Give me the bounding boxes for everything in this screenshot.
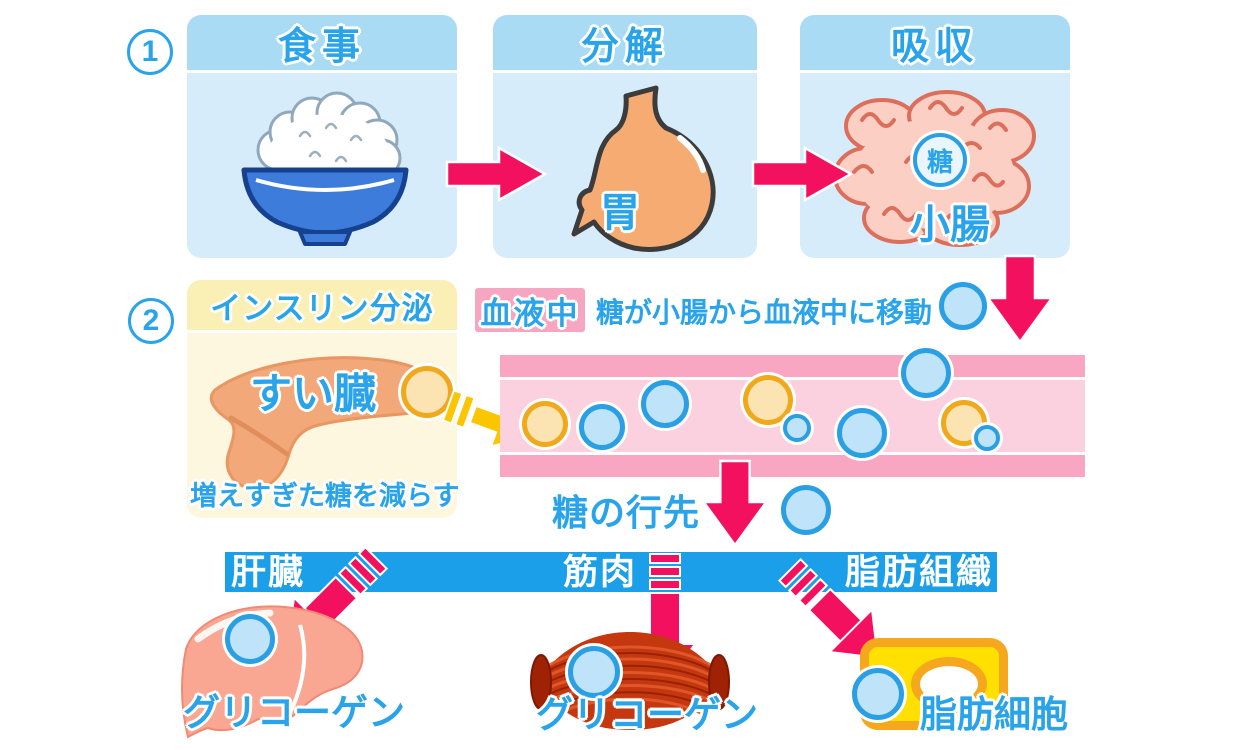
- sugar-circle: [783, 414, 811, 442]
- destination-liver-label: 肝臓: [231, 553, 306, 592]
- blood-tag: 血液中: [475, 288, 585, 332]
- arrow-absorption-to-blood-icon: [985, 254, 1055, 345]
- vessel-wall-bottom: [500, 455, 1085, 477]
- arrow-digestion-to-absorption-icon: [751, 145, 854, 203]
- arrow-blood-to-destinations-icon: [701, 459, 769, 548]
- insulin-circle: [401, 366, 453, 418]
- small-intestine-label: 小腸: [910, 203, 990, 247]
- sugar-in-intestine-label: 糖: [926, 146, 953, 177]
- destination-adipose-label: 脂肪組織: [844, 553, 993, 592]
- muscle-result-label: グリコーゲン: [536, 694, 758, 735]
- step-1-badge: 1: [127, 29, 173, 75]
- panel-meal-title: 食事: [187, 15, 457, 70]
- sugar-circle: [974, 425, 1000, 451]
- stomach-label: 胃: [600, 191, 640, 235]
- pancreas-icon: [209, 356, 441, 490]
- destination-muscle-label: 筋肉: [563, 553, 638, 592]
- step-2-number: 2: [142, 304, 160, 337]
- sugar-circle: [781, 485, 831, 535]
- sugar-circle: [579, 404, 625, 450]
- insulin-caption: 増えすぎた糖を減らす: [190, 481, 460, 511]
- sugar-circle: [568, 646, 620, 698]
- step-2-badge: 2: [128, 298, 174, 344]
- sugar-circle: [852, 668, 904, 720]
- insulin-circle: [743, 375, 793, 425]
- sugar-circle: [901, 348, 951, 398]
- vessel-wall-top: [500, 355, 1085, 377]
- sugar-circle: [939, 282, 987, 330]
- arrow-meal-to-digestion-icon: [445, 145, 548, 203]
- panel-absorption-title: 吸収: [800, 15, 1070, 70]
- stomach-icon: [571, 85, 716, 252]
- pancreas-label: すい臓: [250, 370, 377, 417]
- adipose-result-label: 脂肪細胞: [920, 694, 1068, 735]
- liver-result-label: グリコーゲン: [183, 692, 405, 733]
- panel-digestion-title: 分解: [493, 15, 757, 70]
- panel-insulin-title: インスリン分泌: [187, 280, 457, 330]
- fat-cell-vacuole: [911, 657, 987, 711]
- rice-bowl-icon: [241, 91, 409, 246]
- sugar-circle: [837, 408, 887, 458]
- insulin-circle: [522, 401, 568, 447]
- sugar-circle: [641, 380, 689, 428]
- blood-note: 糖が小腸から血液中に移動: [596, 297, 933, 328]
- sugar-in-intestine-circle: 糖: [913, 133, 967, 187]
- sugar-destination-heading: 糖の行先: [552, 492, 701, 533]
- step-1-number: 1: [141, 35, 159, 68]
- sugar-circle: [225, 614, 275, 664]
